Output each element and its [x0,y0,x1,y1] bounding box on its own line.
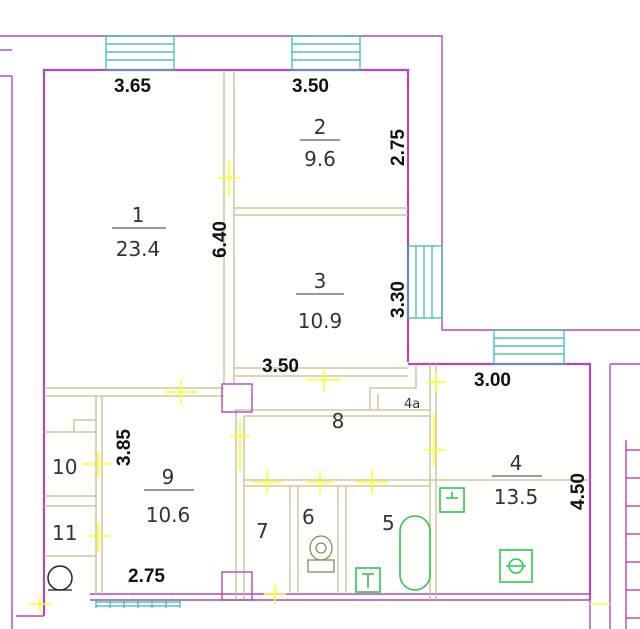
pipe-icon [47,565,73,591]
dim-room4-height: 4.50 [568,473,589,510]
room-area: 23.4 [116,237,161,261]
door-room2 [218,160,240,196]
room-number: 9 [162,465,175,489]
fixtures [47,487,533,593]
door-room10 [82,452,112,478]
door-room11 [88,522,110,552]
door-room4 [424,414,446,466]
room-number: 1 [132,203,145,227]
door-room5 [356,470,388,494]
room-number: 4 [510,451,523,475]
partitions [44,72,590,600]
room-area: 9.6 [304,147,336,171]
dim-room3-height: 3.30 [388,281,409,318]
window-room2 [291,35,361,71]
window-room3 [407,245,443,319]
room-area: 10.6 [146,503,191,527]
dim-room9-height: 3.85 [114,429,135,466]
staircase [625,440,640,629]
room-1-label: 1 23.4 [112,203,166,261]
door-room7 [252,470,282,494]
window-room1 [105,35,175,71]
door-room6 [306,470,334,494]
door-4a [426,372,446,392]
stove-icon [499,549,533,583]
room-area: 13.5 [494,485,539,509]
door-bottom [264,584,286,604]
dimension-labels: 3.65 3.50 3.50 3.00 2.75 2.75 6.40 3.30 … [114,76,589,587]
door-room3 [306,370,342,392]
room-11-label: 11 [52,521,77,545]
sink-icon [355,567,381,593]
dim-left-height: 6.40 [210,221,231,258]
doors [28,160,610,612]
dim-room4-width: 3.00 [474,370,511,391]
dim-top-right: 3.50 [292,76,329,97]
room-number: 2 [314,115,327,139]
dim-bottom: 2.75 [128,566,165,587]
room-4a-label: 4а [404,397,420,412]
room-10-label: 10 [52,455,77,479]
room-3-label: 3 10.9 [296,269,344,333]
bathtub-icon [399,515,431,591]
room-9-label: 9 10.6 [144,465,194,527]
room-8-label: 8 [332,409,345,433]
door-room9 [230,420,250,470]
dim-top-left: 3.65 [114,76,151,97]
toilet-icon [307,535,335,573]
room-number: 3 [314,269,327,293]
kitchen-sink-icon [439,487,465,513]
columns [221,383,253,601]
door-room1-9 [164,380,198,404]
room-5-label: 5 [382,511,395,535]
dim-room2-height: 2.75 [388,129,409,166]
door-left-bottom [28,596,52,612]
window-room4 [493,329,565,365]
room-area: 10.9 [298,309,343,333]
room-4-label: 4 13.5 [492,451,542,509]
windows [95,35,565,608]
room-6-label: 6 [302,505,315,529]
dim-corridor: 3.50 [262,356,299,377]
window-bottom [95,600,181,608]
room-2-label: 2 9.6 [300,115,340,171]
room-7-label: 7 [256,519,269,543]
